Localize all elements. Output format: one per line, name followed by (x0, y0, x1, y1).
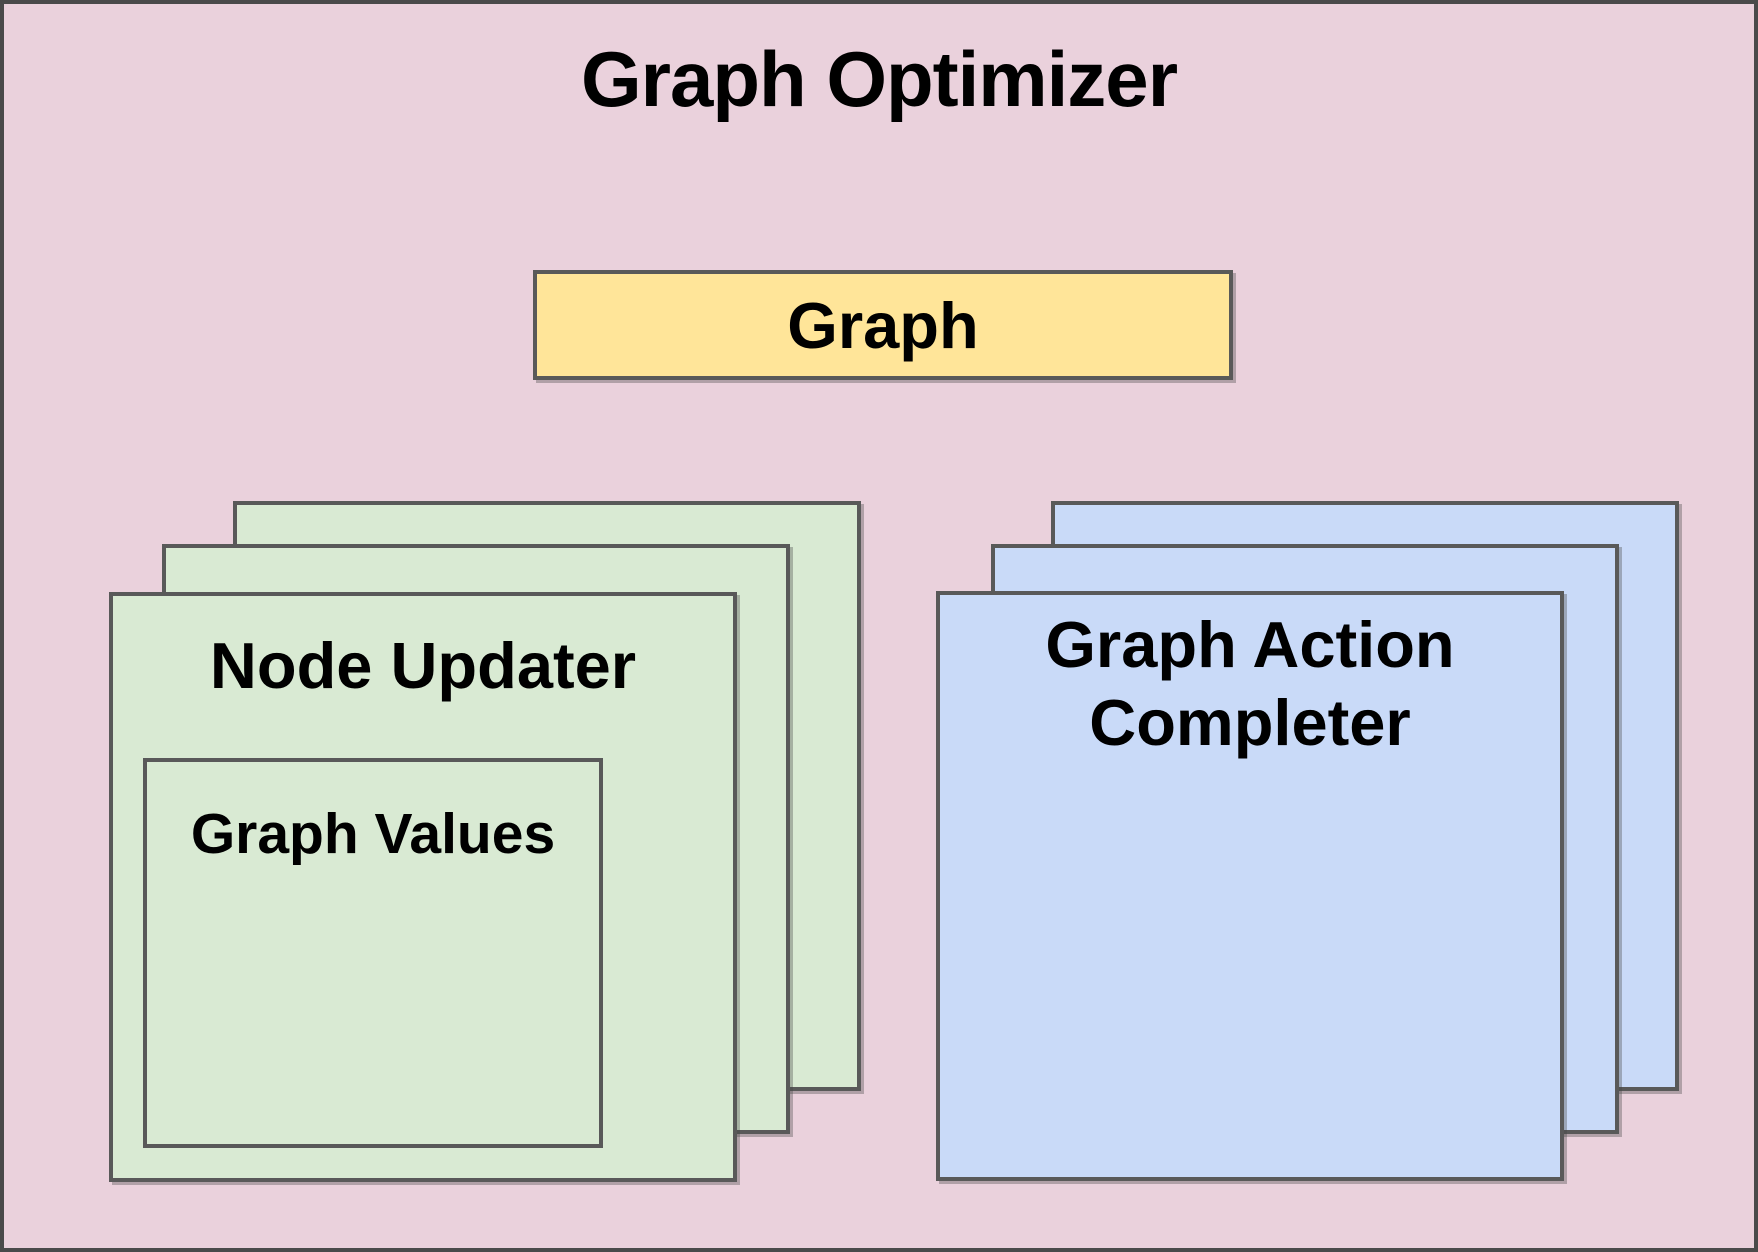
node-updater-label: Node Updater (209, 629, 637, 702)
action-completer-box: Graph Action Completer (936, 591, 1564, 1181)
graph-values-label: Graph Values (190, 802, 556, 866)
node-updater-box: Node Updater Graph Values (109, 592, 737, 1182)
graph-box-label: Graph (787, 288, 979, 362)
diagram-title: Graph Optimizer (580, 35, 1178, 123)
action-completer-label: Graph Action Completer (1045, 608, 1455, 759)
graph-values-box: Graph Values (143, 758, 603, 1148)
graph-box: Graph (533, 270, 1233, 380)
